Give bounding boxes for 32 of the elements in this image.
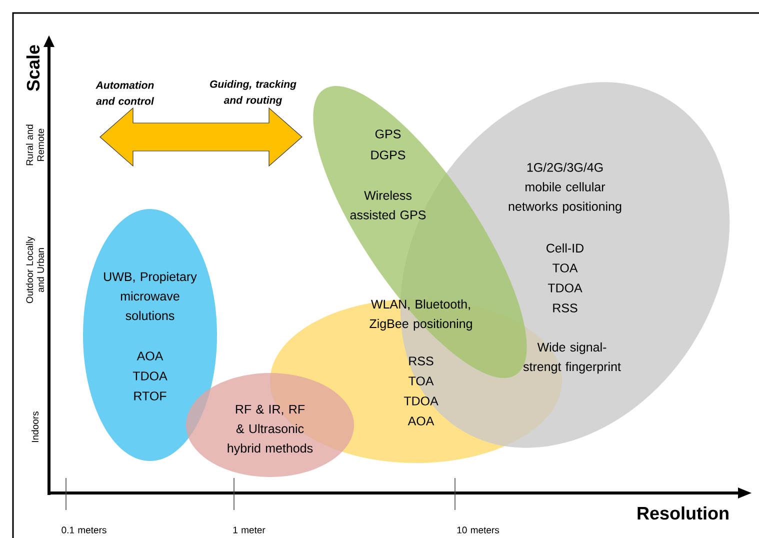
ellipse-text: AOA xyxy=(408,416,434,426)
ellipse-text: TDOA xyxy=(548,284,582,292)
ellipse-text: RSS xyxy=(409,356,434,366)
ellipse-text: Cell-ID xyxy=(546,243,584,253)
ellipse xyxy=(186,373,354,477)
axis-title: Scale xyxy=(26,45,40,91)
ellipse-text: AOA xyxy=(136,352,164,360)
tick-label: 10 meters xyxy=(457,526,500,534)
ellipse-text: TOA xyxy=(408,376,434,386)
ellipse-text: Wide signal-strengt fingerprint xyxy=(523,342,621,374)
tick-label: 0.1 meters xyxy=(62,526,106,534)
ellipse-text: TOA xyxy=(552,264,578,272)
ellipse xyxy=(83,209,217,461)
double-arrow xyxy=(100,107,302,167)
scale-label: Outdoor Locally and Urban xyxy=(26,236,44,304)
ellipse-text: 1G/2G/3G/4G mobile cellular networks positioning xyxy=(508,162,622,214)
ellipse-text: GPS xyxy=(375,130,401,138)
ellipse-text: RTOF xyxy=(134,392,166,400)
axis-title: Resolution xyxy=(638,506,728,520)
ellipse-text: UWB, Propietary microwave solutions xyxy=(104,272,197,320)
ellipse-text: TDOA xyxy=(132,372,168,380)
scale-label: Rural and Remote xyxy=(26,124,44,166)
scale-label: Indoors xyxy=(32,412,38,442)
arrow-label: Guiding, tracking and routing xyxy=(210,80,296,106)
ellipse-text: RF & IR, RF & Ultrasonic hybrid methods xyxy=(228,404,313,456)
tick-label: 1 meter xyxy=(233,526,266,534)
ellipse-text: RSS xyxy=(553,304,578,312)
ellipse-text: TDOA xyxy=(404,396,438,406)
ellipse-text: DGPS xyxy=(371,150,406,160)
ellipse-text: Wireless assisted GPS xyxy=(350,190,426,220)
ellipse-text: WLAN, Bluetooth, ZigBee positioning xyxy=(370,299,472,331)
arrow-label: Automation and control xyxy=(96,81,154,105)
